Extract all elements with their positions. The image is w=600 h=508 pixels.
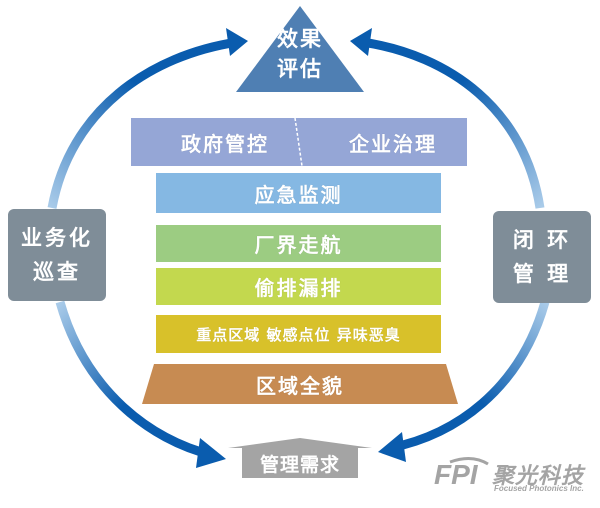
closed-loop-line1: 闭 环 [512, 228, 572, 252]
fpi-logo-icon: FPI [434, 457, 489, 490]
layer-regional-overview: 区域全貌 [256, 373, 344, 398]
arrowhead-bottom-right [378, 432, 406, 462]
arrowhead-top-left [226, 28, 248, 56]
arrow-arc-top-left [47, 37, 239, 209]
business-inspection-line2: 巡查 [33, 260, 81, 284]
layer-boundary-patrol: 厂界走航 [156, 225, 441, 262]
evaluation-node: 效果 评估 [250, 24, 350, 84]
layer-emergency-monitoring: 应急监测 [156, 173, 441, 213]
evaluation-line1: 效果 [277, 27, 323, 51]
management-demand-node: 管理需求 [259, 454, 340, 476]
business-inspection-node: 业务化 巡查 [8, 209, 106, 301]
dashed-divider [294, 118, 303, 166]
arrowhead-top-right [350, 28, 372, 56]
logo-chinese-name: 聚光科技 [492, 464, 585, 489]
arrow-arc-bottom-right [389, 300, 550, 453]
evaluation-line2: 评估 [277, 57, 323, 81]
layer-government-control: 政府管控 [181, 131, 269, 156]
layer-illegal-discharge: 偷排漏排 [156, 268, 441, 305]
arrow-arc-top-right [361, 37, 545, 209]
business-inspection-line1: 业务化 [21, 226, 93, 250]
arrowhead-bottom-left [196, 438, 226, 468]
logo-mark: FPI [434, 459, 479, 490]
closed-loop-line2: 管 理 [512, 262, 572, 286]
layer-governance: 政府管控 企业治理 [131, 118, 467, 166]
evaluation-triangle [236, 6, 364, 92]
demand-house-shape [228, 438, 372, 478]
layer-regional-overview-shape [142, 364, 458, 404]
layer-enterprise-governance: 企业治理 [349, 131, 437, 156]
arrow-arc-bottom-left [55, 300, 214, 460]
closed-loop-node: 闭 环 管 理 [493, 211, 591, 303]
layer-key-areas: 重点区域 敏感点位 异味恶臭 [156, 315, 441, 353]
logo-english-name: Focused Photonics Inc. [494, 484, 584, 493]
